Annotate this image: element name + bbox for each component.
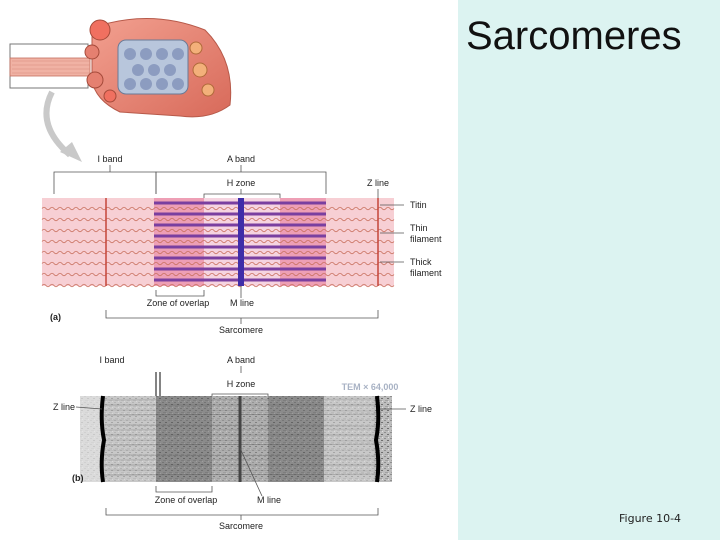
b-panel-label: (b) <box>72 473 84 483</box>
diagram-b: I band A band H zone TEM × 64,000 Z line… <box>53 355 432 531</box>
b-overlap-bracket <box>155 486 213 493</box>
figure-caption: Figure 10-4 <box>619 512 682 525</box>
a-m-line <box>238 198 244 286</box>
b-z-line-right-label: Z line <box>410 404 432 414</box>
thin-filament <box>41 283 395 288</box>
a-m-line-label: M line <box>230 298 254 308</box>
b-sarcomere-label: Sarcomere <box>219 521 263 531</box>
thin-filament <box>41 272 395 277</box>
diagram-a: I band A band H zone Z line <box>41 154 442 335</box>
title-panel <box>458 0 720 540</box>
a-titin-label: Titin <box>410 200 427 210</box>
b-h-zone-label: H zone <box>227 379 256 389</box>
thin-filament <box>41 250 395 255</box>
sarcomere-figure: I band A band H zone Z line <box>9 17 442 531</box>
a-sarcomere-bracket <box>105 310 379 319</box>
b-m-line-label: M line <box>257 495 281 505</box>
b-zone-of-overlap-label: Zone of overlap <box>155 495 218 505</box>
a-h-zone-bracket <box>203 193 281 198</box>
a-z-line-label: Z line <box>367 178 389 188</box>
myofibril-rod <box>9 57 91 77</box>
b-z-line-right <box>373 395 381 483</box>
b-z-line-left <box>99 395 107 483</box>
b-sarcomere-bracket <box>105 508 379 516</box>
b-z-line-left-label: Z line <box>53 402 75 412</box>
b-a-band-label: A band <box>227 355 255 365</box>
thin-filament <box>41 206 395 211</box>
a-thin-filaments <box>41 206 395 288</box>
b-overlap-dark-left <box>156 396 212 482</box>
a-i-band-label: I band <box>97 154 122 164</box>
a-h-zone-label: H zone <box>227 178 256 188</box>
a-sarcomere-label: Sarcomere <box>219 325 263 335</box>
a-a-band-bracket <box>155 171 327 194</box>
thin-filament <box>41 261 395 266</box>
slide-title: Sarcomeres <box>466 14 682 58</box>
zoom-arrow-icon <box>43 90 72 158</box>
a-overlap-bracket <box>155 290 205 297</box>
thin-filament <box>41 217 395 222</box>
a-i-band-bracket <box>53 171 157 194</box>
a-zone-of-overlap-label: Zone of overlap <box>147 298 210 308</box>
b-tem-magnification: TEM × 64,000 <box>342 382 399 392</box>
a-panel-label: (a) <box>50 312 61 322</box>
b-overlap-dark-right <box>268 396 324 482</box>
a-a-band-label: A band <box>227 154 255 164</box>
muscle-fiber-illustration <box>9 17 232 118</box>
thin-filament <box>41 239 395 244</box>
thin-filament <box>41 228 395 233</box>
b-i-band-label: I band <box>99 355 124 365</box>
